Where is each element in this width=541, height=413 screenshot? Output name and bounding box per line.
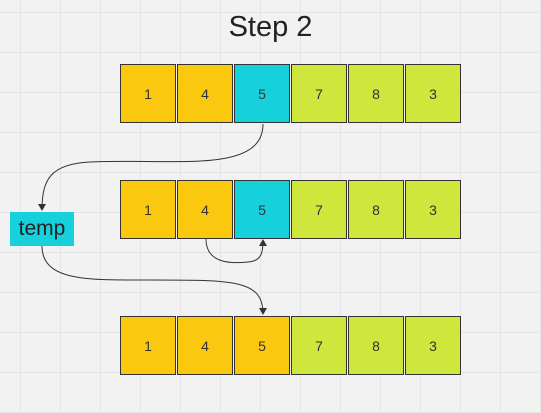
array-cell: 7 (291, 316, 347, 375)
array-cell: 8 (348, 64, 404, 123)
array-cell: 3 (405, 180, 461, 239)
array-cell: 4 (177, 316, 233, 375)
array-cell: 7 (291, 64, 347, 123)
array-row-3: 1 4 5 7 8 3 (120, 316, 462, 375)
array-cell: 8 (348, 180, 404, 239)
array-row-1: 1 4 5 7 8 3 (120, 64, 462, 123)
array-cell: 1 (120, 180, 176, 239)
diagram-title: Step 2 (228, 11, 313, 43)
arrow-shift-right (205, 238, 267, 264)
array-cell: 8 (348, 316, 404, 375)
array-cell: 5 (234, 316, 290, 375)
arrow-temp-to-slot (41, 245, 267, 315)
array-cell: 4 (177, 180, 233, 239)
array-cell: 7 (291, 180, 347, 239)
array-cell: 5 (234, 64, 290, 123)
temp-variable: temp (10, 212, 74, 246)
array-cell: 3 (405, 64, 461, 123)
array-cell: 3 (405, 316, 461, 375)
array-cell: 1 (120, 316, 176, 375)
array-cell: 1 (120, 64, 176, 123)
array-cell: 4 (177, 64, 233, 123)
array-cell: 5 (234, 180, 290, 239)
array-row-2: 1 4 5 7 8 3 (120, 180, 462, 239)
